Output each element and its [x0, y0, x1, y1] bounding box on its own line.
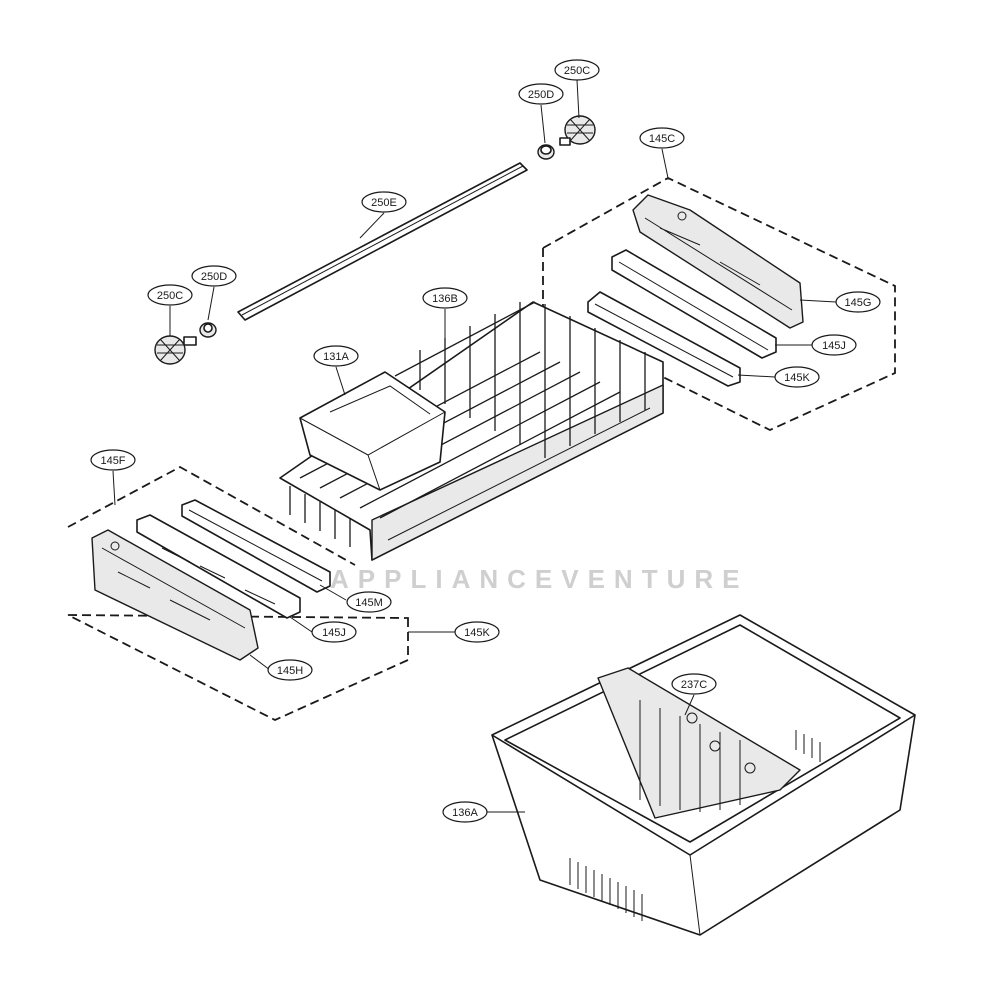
callout-250c-left: 250C — [147, 284, 193, 306]
part-145j-right-rail — [611, 249, 777, 359]
part-250c-left-gear — [154, 335, 197, 365]
svg-text:250D: 250D — [201, 271, 227, 283]
svg-text:145C: 145C — [649, 133, 675, 145]
svg-text:250C: 250C — [157, 290, 183, 302]
svg-text:145K: 145K — [464, 627, 490, 639]
svg-text:250D: 250D — [528, 89, 554, 101]
part-136a-large-bin — [491, 614, 916, 936]
callout-136a: 136A — [442, 801, 488, 823]
callout-145c: 145C — [639, 127, 685, 149]
callout-145k-left: 145K — [454, 621, 500, 643]
callout-145f: 145F — [90, 449, 136, 471]
svg-text:145M: 145M — [355, 597, 383, 609]
callout-145j-right: 145J — [811, 334, 857, 356]
callout-145j-left: 145J — [311, 621, 357, 643]
svg-text:136A: 136A — [452, 807, 478, 819]
svg-text:145J: 145J — [822, 340, 846, 352]
part-250e-rod — [237, 162, 528, 321]
part-131a-small-bin — [299, 371, 446, 491]
svg-text:145K: 145K — [784, 372, 810, 384]
callout-145m: 145M — [346, 591, 392, 613]
part-145j-left-rail — [136, 514, 301, 619]
callout-250d-top: 250D — [518, 83, 564, 105]
svg-text:250C: 250C — [564, 65, 590, 77]
callout-237c: 237C — [671, 673, 717, 695]
callout-250c-top: 250C — [554, 59, 600, 81]
part-145k-right-rail — [587, 291, 741, 387]
watermark: APPLIANCEVENTURE — [330, 564, 748, 594]
svg-text:145J: 145J — [322, 627, 346, 639]
callout-250d-left: 250D — [191, 265, 237, 287]
part-237c-divider — [597, 667, 801, 819]
part-145h-cover — [91, 529, 259, 661]
part-145m-left-rail — [181, 499, 331, 593]
leader-lines — [112, 79, 837, 813]
callout-250e: 250E — [361, 191, 407, 213]
callout-136b: 136B — [422, 287, 468, 309]
svg-text:145H: 145H — [277, 665, 303, 677]
svg-text:237C: 237C — [681, 679, 707, 691]
svg-text:136B: 136B — [432, 293, 458, 305]
svg-text:145F: 145F — [100, 455, 125, 467]
svg-text:145G: 145G — [845, 297, 872, 309]
part-250d-top-bushing — [537, 144, 555, 160]
callout-145h: 145H — [267, 659, 313, 681]
part-136b-wire-basket — [279, 301, 664, 561]
svg-text:250E: 250E — [371, 197, 397, 209]
part-145g-cover — [632, 194, 804, 329]
callout-145k-right: 145K — [774, 366, 820, 388]
part-250c-top-gear — [559, 115, 596, 146]
assembly-145c-outline — [542, 176, 896, 431]
svg-text:131A: 131A — [323, 351, 349, 363]
part-250d-left-bushing — [199, 322, 217, 338]
callout-145g: 145G — [835, 291, 881, 313]
callout-131a: 131A — [313, 345, 359, 367]
